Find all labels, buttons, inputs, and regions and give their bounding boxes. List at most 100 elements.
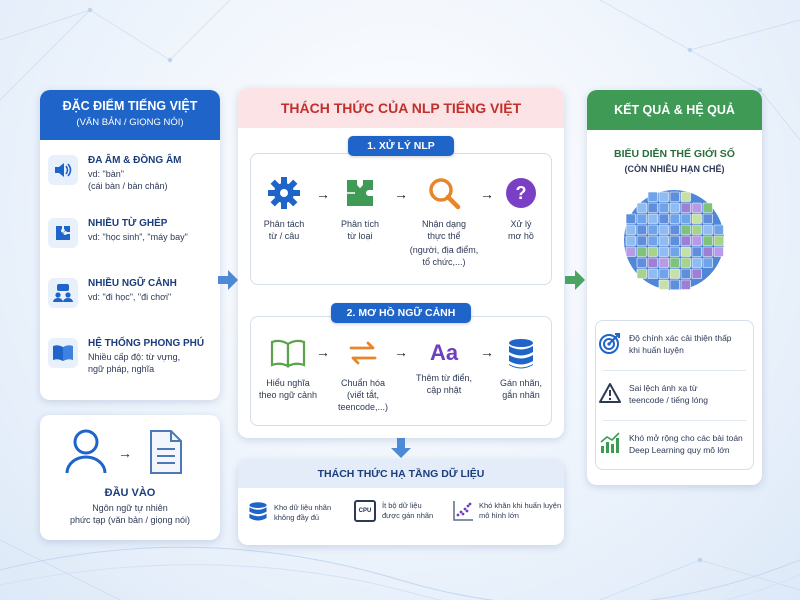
cube-block [636, 235, 647, 246]
gear-icon [268, 177, 300, 209]
step-label: từ / câu [268, 231, 300, 241]
swap-icon [349, 341, 377, 365]
cube-block [669, 224, 680, 235]
cube-block [702, 246, 713, 257]
feature-desc: vd: "bàn" [88, 169, 124, 179]
cube-block [702, 202, 713, 213]
cube-block [636, 213, 647, 224]
cube-block [647, 213, 658, 224]
cube-block [658, 235, 669, 246]
step-label: gắn nhãn [502, 390, 540, 400]
cube-block [702, 257, 713, 268]
results-subnote: (CÒN NHIỀU HẠN CHẾ) [624, 164, 725, 174]
font-aa-icon: Aa [429, 340, 459, 365]
feature-title: HỆ THỐNG PHONG PHÚ [88, 338, 205, 349]
arrow-middle-to-right [565, 270, 585, 290]
cube-block [636, 268, 647, 279]
nlp-processing-badge: 1. XỬ LÝ NLP [348, 136, 454, 156]
step-label: (viết tắt, [346, 390, 379, 400]
infra-label: Ít bộ dữ liệu [382, 501, 422, 510]
step-label: mơ hồ [508, 231, 534, 241]
cube-block [702, 213, 713, 224]
feature-title: ĐA ÂM & ĐỒNG ÂM [88, 155, 182, 166]
cube-block [625, 235, 636, 246]
cube-block [680, 257, 691, 268]
cube-block [691, 246, 702, 257]
target-icon [599, 333, 620, 354]
cube-block [658, 191, 669, 202]
feature-desc: Nhiều cấp độ: từ vựng, [88, 352, 181, 362]
result-item-accuracy: Độ chính xác cải thiện thấp khi huấn luy… [599, 332, 759, 356]
feature-item-rich-system: HỆ THỐNG PHONG PHÚ Nhiều cấp độ: từ vựng… [48, 338, 220, 388]
feature-item-polysemy: ĐA ÂM & ĐỒNG ÂM vd: "bàn" (cái bàn / bàn… [48, 155, 220, 205]
step-label: Gán nhãn, [499, 378, 543, 388]
cube-block [669, 191, 680, 202]
step-pos-tagging: Phân tích từ loại [330, 176, 390, 242]
step-ner: Nhận dạng thực thể (người, địa điểm, tổ … [404, 176, 484, 268]
step-label: Phân tách [263, 219, 305, 229]
cube-block [636, 246, 647, 257]
feature-desc: (cái bàn / bàn chân) [88, 181, 168, 191]
cube-block [680, 213, 691, 224]
feature-desc: vd: "đi học", "đi chơi" [88, 292, 172, 302]
features-panel-header: ĐẶC ĐIỂM TIẾNG VIỆT (VĂN BẢN / GIỌNG NÓI… [40, 90, 220, 140]
result-label: khi huấn luyện [629, 345, 684, 355]
context-ambiguity-badge: 2. MƠ HỒ NGỮ CẢNH [331, 303, 471, 323]
cube-block [680, 224, 691, 235]
feature-item-compound: NHIỀU TỪ GHÉP vd: "học sinh", "máy bay" [48, 218, 220, 268]
feature-item-context: NHIỀU NGỮ CẢNH vd: "đi học", "đi chơi" [48, 278, 220, 328]
cube-block [669, 268, 680, 279]
step-disambiguation: ? Xử lý mơ hồ [496, 176, 546, 242]
input-title: ĐẦU VÀO [104, 487, 156, 499]
context-ambiguity-box [250, 316, 552, 426]
results-subtitle: BIỂU DIỄN THẾ GIỚI SỐ [614, 148, 735, 160]
result-label: Khó mở rộng cho các bài toán [629, 433, 743, 443]
open-book-icon [270, 339, 306, 368]
step-context-meaning: Hiểu nghĩa theo ngữ cảnh [252, 338, 324, 401]
cube-block [680, 191, 691, 202]
challenges-title: THÁCH THỨC CỦA NLP TIẾNG VIỆT [280, 100, 522, 116]
features-panel: ĐẶC ĐIỂM TIẾNG VIỆT (VĂN BẢN / GIỌNG NÓI… [40, 90, 220, 400]
cube-block [658, 202, 669, 213]
infra-panel-header: THÁCH THỨC HẠ TẦNG DỮ LIỆU [238, 460, 564, 488]
step-label: theo ngữ cảnh [258, 390, 318, 400]
input-desc: phức tạp (văn bản / giọng nói) [69, 515, 191, 525]
flow-arrow: → [394, 186, 408, 202]
step-normalization: Chuẩn hóa (viết tắt, teencode,...) [330, 338, 396, 413]
cube-block [713, 246, 724, 257]
cube-block [658, 246, 669, 257]
people-chat-icon [48, 278, 78, 308]
cube-block [647, 268, 658, 279]
cube-block [647, 246, 658, 257]
result-label: teencode / tiếng lóng [629, 395, 708, 405]
challenges-panel-header: THÁCH THỨC CỦA NLP TIẾNG VIỆT [238, 88, 564, 128]
arrow-middle-to-infra [391, 438, 411, 458]
infra-label: Khó khăn khi huấn luyện [479, 501, 562, 510]
puzzle-icon [347, 180, 373, 206]
cube-block [658, 279, 669, 290]
cube-grid [625, 191, 724, 290]
step-label: Phân tích [340, 219, 380, 229]
cube-block [669, 279, 680, 290]
question-icon: ? [506, 178, 536, 208]
cube-block [647, 257, 658, 268]
user-icon [65, 429, 107, 474]
cube-block [713, 224, 724, 235]
cube-block [625, 224, 636, 235]
cube-block [691, 257, 702, 268]
cube-block [647, 224, 658, 235]
input-desc: Ngôn ngữ tự nhiên [92, 503, 168, 513]
step-label: Thêm từ điển, [415, 373, 473, 383]
cube-block [669, 202, 680, 213]
result-item-scaling: Khó mở rộng cho các bài toán Deep Learni… [599, 432, 759, 456]
cube-block [636, 202, 647, 213]
step-label: (người, địa điểm, [409, 245, 479, 255]
book-icon [48, 338, 78, 368]
cube-block [669, 213, 680, 224]
input-arrow: → [118, 445, 132, 461]
results-title: KẾT QUẢ & HỆ QUẢ [614, 103, 735, 117]
cube-block [658, 268, 669, 279]
cube-block [658, 224, 669, 235]
feature-desc: vd: "học sinh", "máy bay" [88, 232, 188, 242]
step-dictionary: Aa Thêm từ điển, cập nhật [404, 338, 484, 396]
